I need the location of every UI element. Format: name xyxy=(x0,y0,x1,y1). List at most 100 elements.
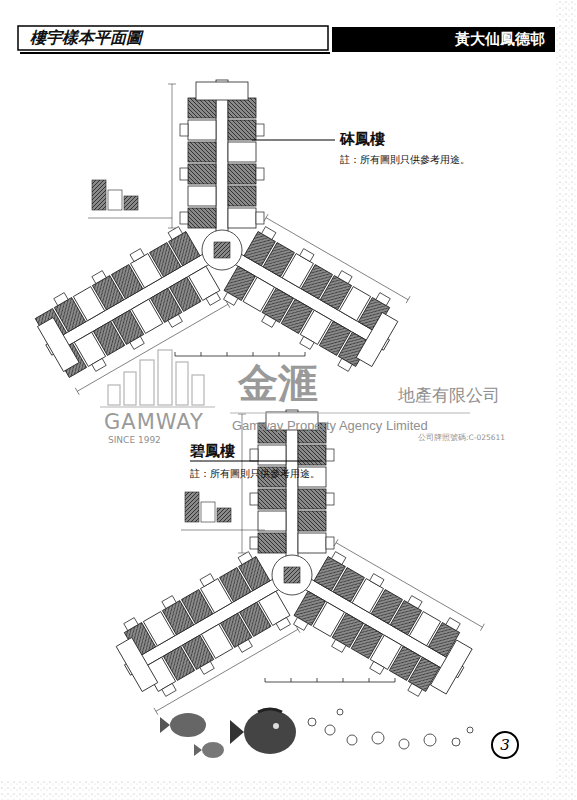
scale-bar xyxy=(175,356,305,357)
balcony xyxy=(238,639,252,652)
page-number: 3 xyxy=(500,736,510,754)
key-plan xyxy=(181,492,265,530)
flat-unit xyxy=(228,186,256,206)
lift-core xyxy=(284,567,300,583)
plan-stroke xyxy=(108,190,122,210)
balcony xyxy=(206,292,220,305)
dimension-line xyxy=(336,543,482,628)
scale-tick xyxy=(253,352,254,356)
balcony xyxy=(162,683,176,696)
balcony xyxy=(250,449,258,461)
corridor xyxy=(46,254,210,355)
dimension-line xyxy=(266,218,408,300)
header-box xyxy=(18,26,328,50)
plan-stroke xyxy=(217,508,231,522)
dimension-tick xyxy=(264,214,268,221)
flat-unit xyxy=(188,164,216,184)
watermark: GAMWAY xyxy=(104,410,204,434)
flat-unit xyxy=(228,120,256,140)
flat-unit xyxy=(228,98,256,118)
balcony xyxy=(370,574,384,587)
bubbles xyxy=(308,709,473,749)
lift-lobby xyxy=(202,230,242,270)
estate-name: 黃大仙鳳德邨 xyxy=(455,30,545,48)
dimension-line xyxy=(77,304,228,391)
plan-stroke xyxy=(185,492,199,522)
header-rule xyxy=(20,52,330,54)
balcony xyxy=(168,314,182,327)
balcony xyxy=(180,212,188,224)
lift-lobby xyxy=(272,555,312,595)
scan-texture xyxy=(0,780,577,800)
key-plan xyxy=(88,180,172,218)
balcony xyxy=(300,336,314,349)
balcony xyxy=(200,574,214,587)
balcony xyxy=(180,168,188,180)
balcony xyxy=(276,617,290,630)
balcony xyxy=(262,227,276,240)
page-number-circle: 3 xyxy=(491,731,519,759)
watermark: 公司牌照號碼:C-025611 xyxy=(418,433,505,443)
flat-unit xyxy=(228,208,256,228)
balcony xyxy=(326,537,334,549)
scale-tick xyxy=(201,352,202,356)
balcony xyxy=(408,596,422,609)
balcony xyxy=(338,358,352,371)
scale-bar xyxy=(265,682,395,683)
balcony xyxy=(332,639,346,652)
plan-stroke xyxy=(124,196,138,210)
balcony xyxy=(92,271,106,284)
scan-texture xyxy=(555,0,577,800)
corridor xyxy=(216,80,228,232)
wing-end xyxy=(116,637,158,691)
scale-tick xyxy=(369,678,370,682)
watermark: Gamway Property Agency Limited xyxy=(232,418,428,433)
flat-unit xyxy=(188,208,216,228)
balcony xyxy=(446,618,460,631)
corridor xyxy=(305,579,464,678)
note: 註：所有圖則只供參考用途。 xyxy=(340,153,470,167)
wing-end xyxy=(356,312,398,366)
header-band: 黃大仙鳳德邨 xyxy=(332,27,555,52)
watermark: SINCE 1992 xyxy=(108,435,161,445)
flat-unit xyxy=(258,533,286,553)
balcony xyxy=(250,493,258,505)
scale-tick xyxy=(343,678,344,682)
plan-stroke xyxy=(88,218,172,219)
scale-tick xyxy=(291,678,292,682)
plan-stroke xyxy=(201,502,215,522)
balcony xyxy=(338,271,352,284)
flat-unit xyxy=(188,142,216,162)
dimension-tick xyxy=(480,624,484,631)
flat-unit xyxy=(258,445,286,465)
flat-unit xyxy=(228,142,256,162)
scale-tick xyxy=(305,352,306,356)
flat-unit xyxy=(228,164,256,184)
balcony xyxy=(200,661,214,674)
note: 註：所有圖則只供參考用途。 xyxy=(190,467,320,481)
fish-decoration xyxy=(160,709,296,758)
balcony xyxy=(300,249,314,262)
plan-stroke xyxy=(181,530,265,531)
balcony xyxy=(130,249,144,262)
page-title: 樓宇樣本平面圖 xyxy=(30,28,142,49)
dimension-line xyxy=(242,414,243,553)
scale-tick xyxy=(395,678,396,682)
balcony xyxy=(408,683,422,696)
dimension-tick xyxy=(406,296,410,303)
lift-core xyxy=(214,242,230,258)
balcony xyxy=(376,293,390,306)
building-wing xyxy=(168,80,264,232)
block-name: 碧鳳樓 xyxy=(190,442,235,461)
balcony xyxy=(130,336,144,349)
flat-unit xyxy=(188,120,216,140)
dimension-line xyxy=(172,84,173,228)
flat-unit xyxy=(298,511,326,531)
balcony xyxy=(238,552,252,565)
watermark: 地產有限公司 xyxy=(398,384,500,407)
flat-unit xyxy=(298,445,326,465)
balcony xyxy=(332,552,346,565)
dimension-tick xyxy=(168,84,176,85)
scale-tick xyxy=(265,678,266,682)
flat-unit xyxy=(298,533,326,553)
